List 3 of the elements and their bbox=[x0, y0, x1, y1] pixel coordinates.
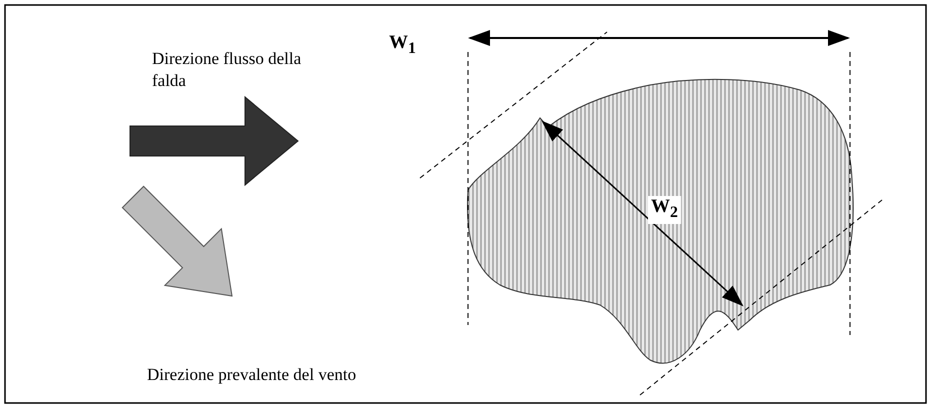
dimension-label: W$_{2}$ bbox=[648, 196, 681, 224]
direction-label: Direzione flusso della falda bbox=[152, 48, 302, 92]
direction-label: Direzione prevalente del vento bbox=[147, 364, 356, 386]
